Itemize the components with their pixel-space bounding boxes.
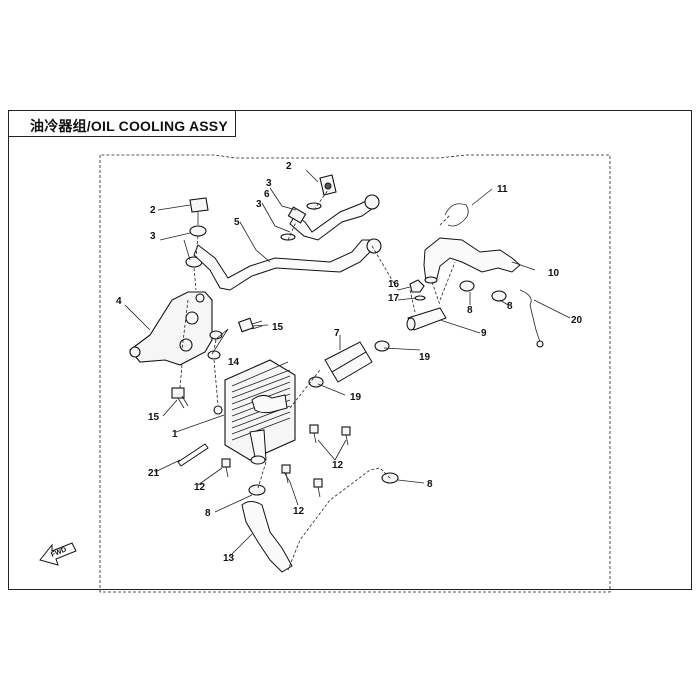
hose-10	[423, 237, 521, 283]
callout-8-bottom: 8	[205, 508, 211, 519]
banjo-bolt-2-left	[189, 197, 209, 222]
callout-15-lower: 15	[148, 412, 160, 423]
callout-2-left: 2	[150, 205, 156, 216]
callout-8-mid: 8	[467, 305, 473, 316]
page-border	[8, 110, 692, 590]
o-ring-14b	[207, 350, 221, 360]
banjo-bolt-2-top	[319, 174, 337, 196]
pipe-6-nut	[287, 206, 307, 224]
oil-pipe-6	[289, 199, 377, 241]
wire-20	[519, 289, 541, 343]
washer-3c	[306, 202, 322, 210]
callout-14: 14	[228, 357, 240, 368]
clamp-8a	[459, 280, 475, 292]
clip-11	[444, 203, 469, 227]
o-ring-14a	[209, 330, 223, 340]
rod-21	[177, 443, 209, 467]
washer-3a	[189, 225, 207, 237]
callout-21: 21	[148, 468, 160, 479]
callout-12-right: 12	[332, 460, 344, 471]
callout-1: 1	[172, 429, 178, 440]
callout-2-top: 2	[286, 161, 292, 172]
callout-13: 13	[223, 553, 235, 564]
wire-20-end	[536, 340, 544, 348]
callout-16: 16	[388, 279, 400, 290]
sensor-16	[409, 279, 425, 293]
clamp-8b	[491, 290, 507, 302]
fitting-9-end	[406, 317, 416, 331]
clamp-8d	[248, 484, 266, 496]
diagram-title: 油冷器组/OIL COOLING ASSY	[30, 118, 228, 134]
callout-6: 6	[264, 189, 270, 200]
callout-3-left: 3	[150, 231, 156, 242]
callout-12-left: 12	[194, 482, 206, 493]
callout-8-lower-right: 8	[427, 479, 433, 490]
callout-20: 20	[571, 315, 583, 326]
bolt-12d	[281, 464, 291, 484]
callout-8-right: 8	[507, 301, 513, 312]
bolt-12a	[309, 424, 319, 444]
pipe-5-eye	[366, 238, 382, 254]
hose-10-end	[424, 276, 438, 284]
hose-13	[241, 501, 293, 573]
callout-7: 7	[334, 328, 340, 339]
callout-4: 4	[116, 296, 122, 307]
pipe-6-eye	[364, 194, 380, 210]
assembly-boundary	[99, 154, 611, 593]
callout-3-top: 3	[266, 178, 272, 189]
callout-17: 17	[388, 293, 400, 304]
fwd-arrow-icon: FWD	[39, 542, 77, 566]
callout-9: 9	[481, 328, 487, 339]
mounting-bracket	[129, 291, 213, 366]
callout-10: 10	[548, 268, 560, 279]
bolt-12b	[341, 426, 351, 446]
callout-3-mid: 3	[256, 199, 262, 210]
bolt-12e	[313, 478, 323, 498]
oil-pipe-5	[193, 239, 373, 291]
callout-5: 5	[234, 217, 240, 228]
bolt-12c	[221, 458, 231, 478]
title-box	[8, 110, 236, 137]
callout-19-upper: 19	[419, 352, 431, 363]
leader-lines	[124, 169, 571, 558]
washer-17	[414, 295, 426, 301]
callout-19-lower: 19	[350, 392, 362, 403]
callout-15-upper: 15	[272, 322, 284, 333]
guide-lines	[179, 189, 456, 571]
bolt-15-lower	[171, 387, 189, 409]
callout-11: 11	[497, 184, 508, 195]
bolt-15-upper	[237, 317, 263, 333]
clamp-19a	[374, 340, 390, 352]
callout-12-bottom: 12	[293, 506, 305, 517]
oil-cooler	[213, 359, 296, 465]
